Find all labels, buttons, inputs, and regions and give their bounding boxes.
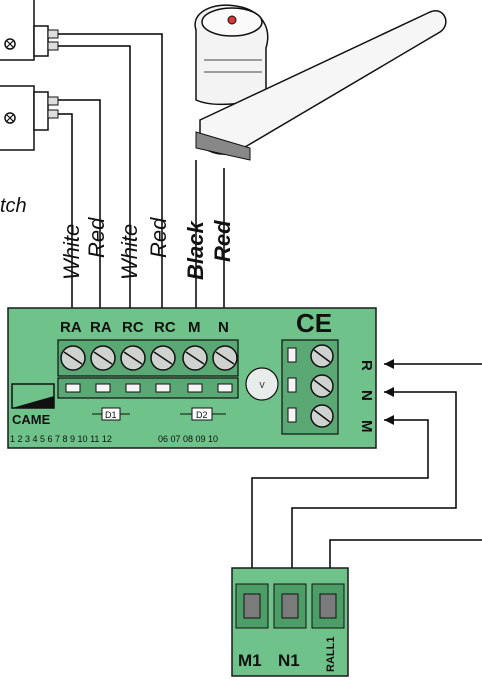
- terminal-label-m: M: [188, 319, 201, 336]
- svg-text:D1: D1: [105, 410, 117, 420]
- control-board: RA RA RC RC M N CE CAME D1: [7, 307, 377, 449]
- wire-ra-1: [58, 113, 73, 308]
- rotary-dial: V: [245, 367, 279, 401]
- terminal-label-rc-1: RC: [122, 319, 144, 336]
- pin-numbers-left: 1 2 3 4 5 6 7 8 9 10 11 12: [10, 434, 112, 444]
- svg-text:D2: D2: [196, 410, 208, 420]
- bottom-terminal-block: M1 N1 RALL1: [231, 567, 349, 677]
- top-screws: [60, 345, 238, 371]
- switch-top: [0, 0, 59, 61]
- ce-mark: CE: [296, 308, 332, 338]
- wire-r: [329, 539, 482, 588]
- switch-label-fragment: tch: [0, 195, 27, 217]
- terminal-label-n: N: [218, 319, 229, 336]
- diode-d2: D2: [180, 407, 226, 421]
- label-white-1: White: [59, 224, 84, 280]
- terminal-label-n1: N1: [278, 651, 300, 670]
- label-white-2: White: [117, 224, 142, 280]
- wire-rc-2: [58, 33, 163, 308]
- terminal-label-rall1: RALL1: [325, 637, 337, 672]
- terminal-label-n-right: N: [358, 390, 375, 401]
- wire-ra-2: [58, 99, 101, 308]
- wire-rc-1: [58, 45, 131, 308]
- pin-numbers-right: 06 07 08 09 10: [158, 434, 218, 444]
- terminal-label-ra-2: RA: [90, 319, 112, 336]
- label-black: Black: [183, 220, 208, 280]
- label-red-1: Red: [84, 217, 109, 258]
- sensor-device: [194, 4, 447, 161]
- brand-label: CAME: [12, 412, 51, 427]
- terminal-label-ra-1: RA: [60, 319, 82, 336]
- svg-text:V: V: [259, 381, 265, 390]
- terminal-label-rc-2: RC: [154, 319, 176, 336]
- terminal-label-m1: M1: [238, 651, 262, 670]
- label-red-3: Red: [210, 220, 235, 262]
- terminal-label-m-right: M: [358, 420, 375, 433]
- diode-d1: D1: [92, 407, 130, 421]
- terminal-label-r: R: [358, 360, 375, 371]
- wire-n-link: [291, 391, 457, 588]
- wire-m-link: [251, 419, 429, 588]
- label-red-2: Red: [146, 217, 171, 258]
- switch-bottom: [0, 85, 59, 151]
